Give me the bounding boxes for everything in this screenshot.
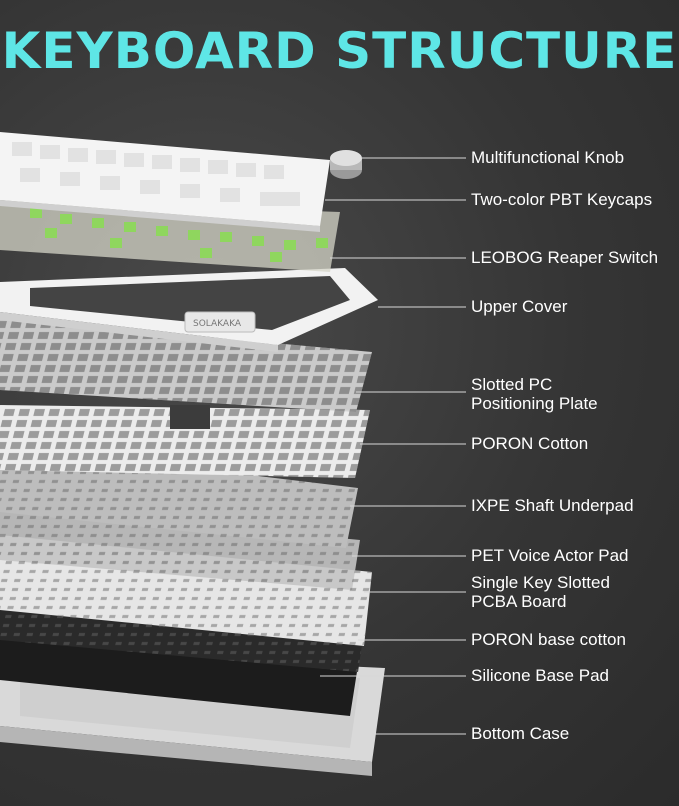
label-line: Single Key Slotted (471, 573, 610, 592)
label-multifunctional-knob: Multifunctional Knob (471, 148, 624, 167)
label-line: Slotted PC (471, 375, 553, 394)
label-line: Upper Cover (471, 297, 568, 316)
label-pet: PET Voice Actor Pad (471, 546, 629, 565)
pet-pad-layer (0, 505, 360, 590)
label-line: LEOBOG Reaper Switch (471, 248, 659, 267)
label-line: Positioning Plate (471, 394, 598, 413)
label-bottom-case: Bottom Case (471, 724, 569, 743)
knob-part (330, 150, 362, 179)
label-line: Bottom Case (471, 724, 570, 743)
label-line: PORON base cotton (471, 630, 626, 649)
label-switch: LEOBOG Reaper Switch (471, 248, 658, 267)
brand-badge: SOLAKAKA (193, 319, 242, 329)
poron-cotton-layer (0, 405, 370, 478)
label-poron-base: PORON base cotton (471, 630, 626, 649)
slotted-pc-plate-layer (0, 318, 372, 429)
label-silicone: Silicone Base Pad (471, 666, 609, 685)
label-line: PET Voice Actor Pad (471, 546, 629, 565)
label-keycaps: Two-color PBT Keycaps (471, 190, 652, 209)
page-title: KEYBOARD STRUCTURE (1, 22, 678, 80)
label-pcba: Single Key Slotted PCBA Board (471, 573, 610, 611)
label-line: Silicone Base Pad (471, 666, 609, 685)
label-ixpe: IXPE Shaft Underpad (471, 496, 634, 515)
label-upper-cover: Upper Cover (471, 297, 567, 316)
upper-cover-layer: SOLAKAKA (0, 268, 378, 352)
leader-lines (320, 157, 466, 735)
label-line: IXPE Shaft Underpad (471, 496, 634, 515)
label-line: PCBA Board (471, 592, 567, 611)
label-line: PORON Cotton (471, 434, 589, 453)
keycaps-layer (0, 132, 330, 232)
label-poron-cotton: PORON Cotton (471, 434, 588, 453)
label-line: Two-color PBT Keycaps (471, 190, 653, 209)
label-pc-plate: Slotted PC Positioning Plate (471, 375, 598, 413)
label-line: Multifunctional Knob (471, 148, 625, 167)
